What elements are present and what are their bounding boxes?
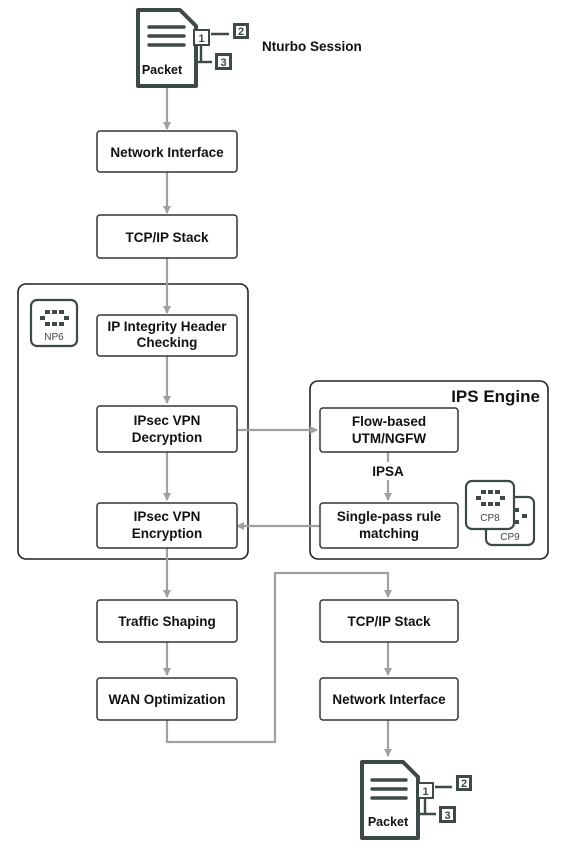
- box-label: WAN Optimization: [109, 692, 226, 707]
- step-badge-3: 3: [444, 810, 450, 822]
- box-label-line2: Decryption: [132, 430, 203, 445]
- flow-arrows: [163, 88, 392, 757]
- box-label-line2: Checking: [137, 335, 198, 350]
- packet-label: Packet: [142, 63, 183, 77]
- box-traffic-shaping: Traffic Shaping: [96, 599, 238, 643]
- np6-chip-icon: NP6: [29, 298, 79, 348]
- box-label: Network Interface: [110, 145, 224, 160]
- box-label-line1: Flow-based: [352, 414, 426, 429]
- step-badge-3: 3: [220, 57, 226, 69]
- box-wan-optimization: WAN Optimization: [96, 677, 238, 721]
- step-badge-1: 1: [422, 786, 428, 798]
- ips-engine-container: [309, 380, 549, 560]
- packet-icon-top: Packet 1 2 3: [136, 8, 249, 88]
- step-badge-1: 1: [198, 33, 204, 45]
- box-ip-integrity: IP Integrity Header Checking: [96, 314, 238, 357]
- box-single-pass: Single-pass rule matching: [319, 502, 459, 549]
- cp8-label: CP8: [480, 513, 500, 524]
- packet-icon-bottom: Packet 1 2 3: [360, 760, 472, 840]
- box-network-interface-out: Network Interface: [319, 677, 459, 721]
- cp8-chip-icon: CP8: [464, 479, 516, 531]
- box-label-line1: IP Integrity Header: [107, 319, 227, 334]
- step-badge-2: 2: [461, 778, 467, 790]
- box-label-line1: IPsec VPN: [134, 509, 201, 524]
- ips-engine-title: IPS Engine: [451, 387, 540, 406]
- cp9-label: CP9: [500, 532, 520, 543]
- box-label-line1: IPsec VPN: [134, 413, 201, 428]
- np6-label: NP6: [44, 332, 64, 343]
- session-label: Nturbo Session: [262, 39, 362, 54]
- box-ipsec-decryption: IPsec VPN Decryption: [96, 405, 238, 453]
- box-label-line1: Single-pass rule: [337, 509, 442, 524]
- box-network-interface-in: Network Interface: [96, 130, 238, 173]
- box-label-line2: Encryption: [132, 526, 203, 541]
- packet-label: Packet: [368, 815, 409, 829]
- box-tcpip-stack-out: TCP/IP Stack: [319, 599, 459, 643]
- box-label: Network Interface: [332, 692, 446, 707]
- box-label: TCP/IP Stack: [125, 230, 209, 245]
- box-flow-based: Flow-based UTM/NGFW: [319, 407, 459, 453]
- ipsa-label: IPSA: [372, 464, 404, 479]
- step-badge-2: 2: [238, 26, 244, 38]
- np6-container: [17, 283, 249, 560]
- box-tcpip-stack-in: TCP/IP Stack: [96, 214, 238, 259]
- box-label: TCP/IP Stack: [347, 614, 431, 629]
- box-label: Traffic Shaping: [118, 614, 216, 629]
- box-label-line2: matching: [359, 526, 419, 541]
- box-label-line2: UTM/NGFW: [352, 431, 426, 446]
- box-ipsec-encryption: IPsec VPN Encryption: [96, 502, 238, 549]
- arrow-wan-to-tcpip-out: [165, 571, 392, 744]
